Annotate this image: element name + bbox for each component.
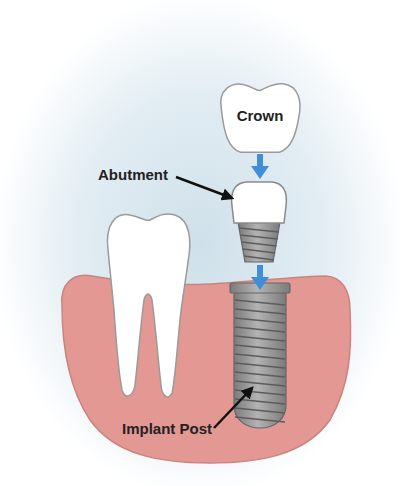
thread-stroke xyxy=(235,390,285,395)
thread-stroke xyxy=(235,345,285,350)
thread-stroke xyxy=(235,372,285,377)
part-label: Implant Post xyxy=(122,420,212,437)
thread-stroke xyxy=(235,318,285,323)
thread-stroke xyxy=(235,354,285,359)
thread-stroke xyxy=(235,417,285,422)
thread-stroke xyxy=(240,235,277,239)
implant-post xyxy=(230,283,290,428)
leader-line xyxy=(176,177,232,198)
thread-stroke xyxy=(235,300,285,305)
thread-stroke xyxy=(235,381,285,386)
natural-tooth xyxy=(107,214,189,397)
part-label: Abutment xyxy=(98,166,168,183)
crown-shape: Crown xyxy=(216,80,304,156)
thread-stroke xyxy=(235,336,285,341)
thread-stroke xyxy=(239,228,279,232)
part-name: Crown xyxy=(237,107,284,130)
thread-stroke xyxy=(235,408,285,413)
thread-stroke xyxy=(242,242,277,246)
abutment xyxy=(232,182,287,262)
thread-stroke xyxy=(243,249,275,253)
gum xyxy=(62,275,351,463)
thread-stroke xyxy=(235,327,285,332)
thread-stroke xyxy=(244,256,274,260)
thread-stroke xyxy=(235,363,285,368)
leader-line xyxy=(214,388,252,428)
placement-arrow xyxy=(251,154,269,290)
thread-stroke xyxy=(235,309,285,314)
